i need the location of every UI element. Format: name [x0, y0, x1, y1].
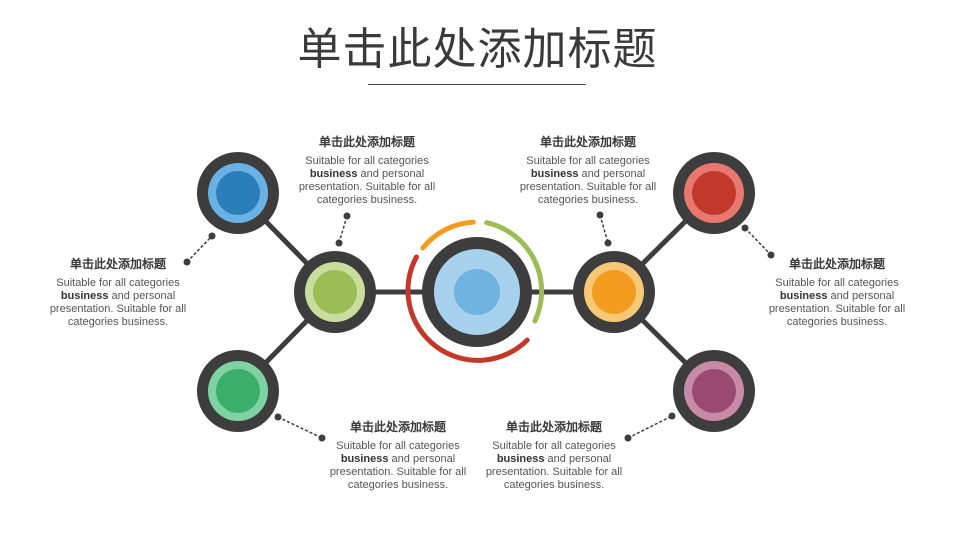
desc-line: and personal — [578, 168, 646, 180]
desc-line: Suitable for all categories — [775, 277, 899, 289]
pointer-bottom-right — [624, 412, 676, 442]
text-block-left: 单击此处添加标题 Suitable for all categories bus… — [43, 256, 193, 329]
green-circle-icon — [313, 270, 357, 314]
desc-line: and personal — [357, 168, 425, 180]
blue-circle-icon — [216, 171, 260, 215]
block-description: Suitable for all categories business and… — [513, 155, 663, 207]
desc-line: categories business. — [316, 194, 418, 206]
block-heading: 单击此处添加标题 — [505, 420, 602, 434]
pointer-mid-left — [335, 212, 351, 247]
pointer-top-left — [183, 232, 216, 266]
desc-line: and personal — [827, 290, 895, 302]
teal-green-circle-icon — [216, 369, 260, 413]
desc-line: presentation. Suitable for all — [485, 466, 623, 478]
green-arc — [484, 220, 545, 324]
block-heading: 单击此处添加标题 — [349, 420, 446, 434]
desc-line: Suitable for all categories — [336, 440, 460, 452]
text-block-bottom-left: 单击此处添加标题 Suitable for all categories bus… — [323, 419, 473, 492]
pointer-lines — [183, 211, 775, 442]
block-description: Suitable for all categories business and… — [762, 277, 912, 329]
text-block-right: 单击此处添加标题 Suitable for all categories bus… — [762, 256, 912, 329]
pointer-bottom-left — [274, 413, 326, 442]
desc-line: categories business. — [67, 316, 169, 328]
node-bottom-left — [197, 350, 279, 432]
block-heading: 单击此处添加标题 — [788, 257, 885, 271]
node-top-right — [673, 152, 755, 234]
desc-bold: business — [60, 290, 109, 302]
page-title: 单击此处添加标题 — [297, 24, 658, 75]
node-bottom-right — [673, 350, 755, 432]
purple-circle-icon — [692, 369, 736, 413]
desc-line: presentation. Suitable for all — [329, 466, 467, 478]
desc-bold: business — [340, 453, 389, 465]
red-arc — [405, 254, 530, 363]
block-description: Suitable for all categories business and… — [323, 440, 473, 492]
text-block-mid-left: 单击此处添加标题 Suitable for all categories bus… — [292, 134, 442, 207]
desc-line: presentation. Suitable for all — [49, 303, 187, 315]
text-block-mid-right: 单击此处添加标题 Suitable for all categories bus… — [513, 134, 663, 207]
desc-line: categories business. — [503, 479, 605, 491]
block-heading: 单击此处添加标题 — [69, 257, 166, 271]
desc-line: presentation. Suitable for all — [519, 181, 657, 193]
node-top-left — [197, 152, 279, 234]
desc-line: presentation. Suitable for all — [768, 303, 906, 315]
block-heading: 单击此处添加标题 — [539, 135, 636, 149]
block-description: Suitable for all categories business and… — [43, 277, 193, 329]
node-mid-right — [573, 251, 655, 333]
desc-line: presentation. Suitable for all — [298, 181, 436, 193]
desc-line: Suitable for all categories — [305, 155, 429, 167]
red-circle-icon — [692, 171, 736, 215]
block-description: Suitable for all categories business and… — [479, 440, 629, 492]
text-block-bottom-right: 单击此处添加标题 Suitable for all categories bus… — [479, 419, 629, 492]
orange-arc — [420, 219, 476, 251]
desc-line: and personal — [544, 453, 612, 465]
pointer-top-right — [741, 224, 775, 259]
block-heading: 单击此处添加标题 — [318, 135, 415, 149]
desc-line: Suitable for all categories — [56, 277, 180, 289]
node-mid-left — [294, 251, 376, 333]
desc-line: Suitable for all categories — [492, 440, 616, 452]
desc-bold: business — [530, 168, 579, 180]
center-hub — [422, 237, 532, 347]
desc-bold: business — [496, 453, 545, 465]
desc-bold: business — [309, 168, 358, 180]
desc-line: categories business. — [537, 194, 639, 206]
desc-line: Suitable for all categories — [526, 155, 650, 167]
orange-circle-icon — [592, 270, 636, 314]
pointer-mid-right — [596, 211, 612, 247]
block-description: Suitable for all categories business and… — [292, 155, 442, 207]
title-underline — [368, 84, 586, 85]
desc-bold: business — [779, 290, 828, 302]
desc-line: categories business. — [347, 479, 449, 491]
desc-line: and personal — [108, 290, 176, 302]
center-hub-inner — [454, 269, 500, 315]
center-arcs — [405, 219, 545, 363]
desc-line: and personal — [388, 453, 456, 465]
desc-line: categories business. — [786, 316, 888, 328]
